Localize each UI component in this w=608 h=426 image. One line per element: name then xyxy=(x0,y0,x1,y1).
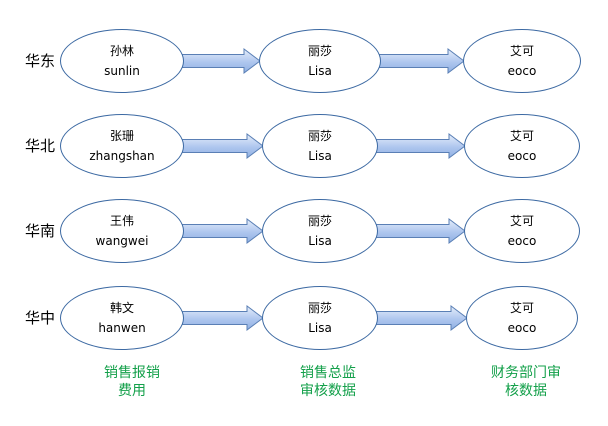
flow-arrow xyxy=(374,133,466,159)
node-id: Lisa xyxy=(308,64,332,78)
node-name: 艾可 xyxy=(509,129,534,143)
region-label: 华东 xyxy=(24,52,55,70)
flow-arrow xyxy=(180,218,264,244)
node-name: 艾可 xyxy=(509,214,534,228)
node-id: Lisa xyxy=(308,321,332,335)
stage-caption: 财务部门审核数据 xyxy=(481,364,571,400)
node-id: Lisa xyxy=(308,234,332,248)
node-name: 丽莎 xyxy=(307,214,332,228)
sales-rep-node: 王伟 wangwei xyxy=(60,199,184,263)
stage-caption: 销售报销费用 xyxy=(87,364,177,400)
stage-caption-line: 财务部门审 xyxy=(491,365,561,381)
stage-caption-line: 销售报销 xyxy=(104,365,160,381)
node-id: sunlin xyxy=(104,64,140,78)
sales-rep-node: 韩文 hanwen xyxy=(60,286,184,350)
node-id: zhangshan xyxy=(89,149,155,163)
sales-director-node: 丽莎 Lisa xyxy=(259,29,381,93)
flow-arrow xyxy=(180,48,261,74)
node-name: 丽莎 xyxy=(307,129,332,143)
node-name: 丽莎 xyxy=(307,44,332,58)
flow-arrow xyxy=(180,305,264,331)
node-id: Lisa xyxy=(308,149,332,163)
flow-arrow xyxy=(374,305,468,331)
sales-director-node: 丽莎 Lisa xyxy=(262,199,378,263)
stage-caption-line: 核数据 xyxy=(505,383,547,399)
region-label: 华北 xyxy=(24,137,55,155)
node-id: wangwei xyxy=(95,234,149,248)
sales-director-node: 丽莎 Lisa xyxy=(262,114,378,178)
node-name: 孙林 xyxy=(109,44,134,58)
sales-rep-node: 张珊 zhangshan xyxy=(60,114,184,178)
region-label: 华南 xyxy=(24,222,55,240)
flow-arrow xyxy=(180,133,264,159)
node-name: 王伟 xyxy=(109,214,134,228)
sales-rep-node: 孙林 sunlin xyxy=(60,29,184,93)
node-name: 张珊 xyxy=(109,129,134,143)
stage-caption: 销售总监审核数据 xyxy=(283,364,373,400)
node-name: 艾可 xyxy=(509,44,534,58)
finance-node: 艾可 eoco xyxy=(464,199,580,263)
node-id: eoco xyxy=(507,149,537,163)
node-id: eoco xyxy=(507,321,537,335)
sales-director-node: 丽莎 Lisa xyxy=(262,286,378,350)
finance-node: 艾可 eoco xyxy=(464,114,580,178)
region-label: 华中 xyxy=(24,309,55,327)
stage-caption-line: 销售总监 xyxy=(300,365,356,381)
node-name: 韩文 xyxy=(109,301,134,315)
node-id: hanwen xyxy=(98,321,146,335)
node-id: eoco xyxy=(507,64,537,78)
node-name: 艾可 xyxy=(509,301,534,315)
stage-caption-line: 费用 xyxy=(118,383,146,399)
flow-arrow xyxy=(374,218,466,244)
flow-arrow xyxy=(377,48,465,74)
stage-caption-line: 审核数据 xyxy=(300,383,356,399)
node-name: 丽莎 xyxy=(307,301,332,315)
node-id: eoco xyxy=(507,234,537,248)
finance-node: 艾可 eoco xyxy=(463,29,581,93)
finance-node: 艾可 eoco xyxy=(466,286,578,350)
